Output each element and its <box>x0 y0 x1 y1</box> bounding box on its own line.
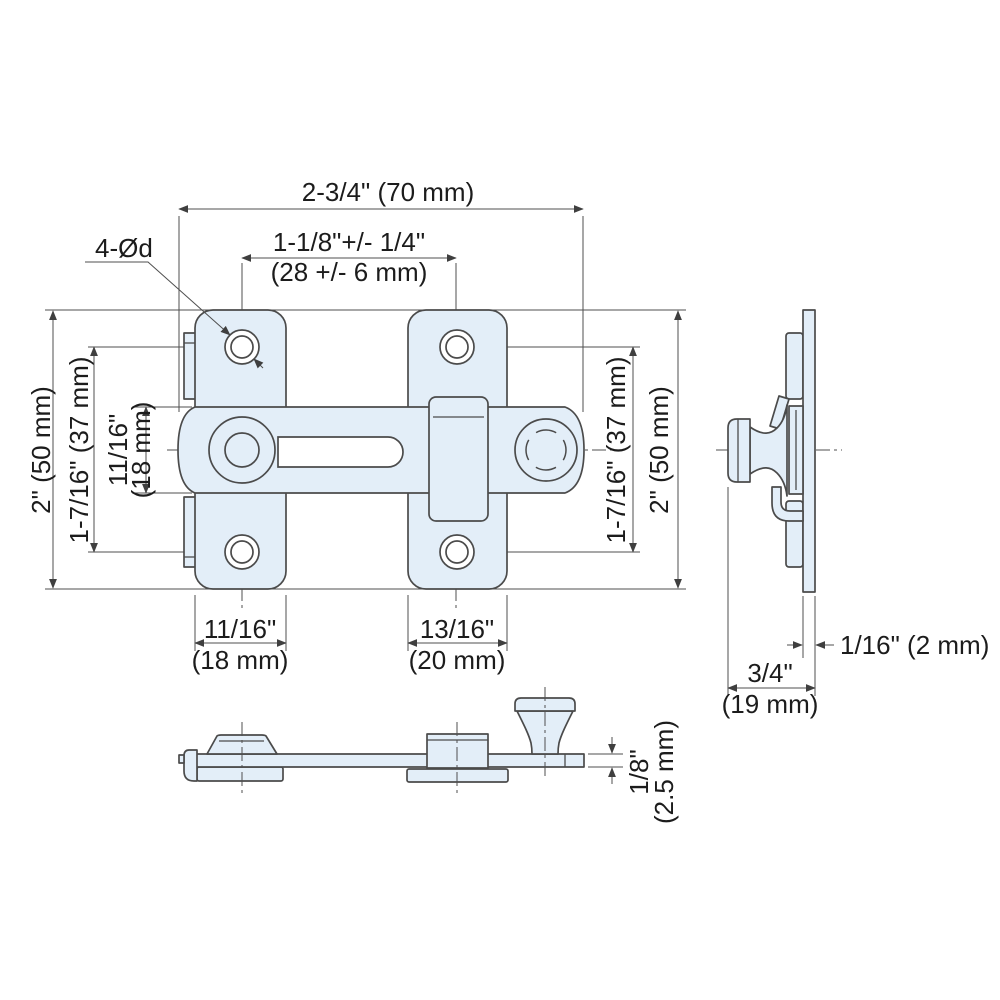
dim-bar-width-mm: (18 mm) <box>126 402 156 499</box>
hole-callout-arrow2 <box>253 358 264 369</box>
dim-side-depth-mm: (19 mm) <box>722 689 819 719</box>
side-hook <box>771 486 804 522</box>
screw-hole-inner <box>230 540 254 564</box>
screw-hole-inner <box>445 540 469 564</box>
side-mounting-plate <box>802 309 816 593</box>
side-view: 1/16" (2 mm) 3/4" (19 mm) <box>716 309 989 719</box>
bottom-view: 1/8" (2.5 mm) <box>178 687 679 824</box>
knob-hidden-circle <box>525 429 567 471</box>
bottom-latch-bar <box>194 753 585 768</box>
dim-hole-spacing-right: 1-7/16" (37 mm) <box>601 357 631 544</box>
screw-hole <box>224 534 260 570</box>
bottom-left-plate <box>196 766 284 782</box>
front-view: 2-3/4" (70 mm) 1-1/8"+/- 1/4" (28 +/- 6 … <box>26 177 686 675</box>
dim-bar-thickness-inch: 1/8" <box>624 749 654 794</box>
hole-callout-leader <box>85 261 231 336</box>
side-top-flange <box>785 332 804 400</box>
dim-left-plate-width-inch: 11/16" <box>204 614 276 644</box>
dim-height-left: 2" (50 mm) <box>26 386 56 514</box>
bottom-pivot-head <box>206 734 278 755</box>
pivot-boss <box>208 416 276 484</box>
dim-bar-width-inch: 11/16" <box>103 414 133 486</box>
slide-bolt <box>428 396 489 522</box>
bar-slot <box>277 436 404 468</box>
dim-left-plate-width-mm: (18 mm) <box>192 645 289 675</box>
side-knob-cap <box>727 418 751 483</box>
side-knob-neck <box>749 404 788 497</box>
bottom-left-cap <box>183 749 198 782</box>
dim-bar-thickness-mm: (2.5 mm) <box>649 720 679 824</box>
dim-hole-span-mm: (28 +/- 6 mm) <box>271 257 428 287</box>
knob-outline <box>514 418 578 482</box>
screw-hole <box>439 534 475 570</box>
dim-right-plate-width-mm: (20 mm) <box>409 645 506 675</box>
screw-hole-inner <box>230 335 254 359</box>
dim-right-plate-width-inch: 13/16" <box>420 614 494 644</box>
dim-hole-spacing-left: 1-7/16" (37 mm) <box>64 357 94 544</box>
dim-side-depth-inch: 3/4" <box>747 658 792 688</box>
hole-callout-label: 4-Ød <box>95 233 153 263</box>
bottom-left-nub <box>178 754 185 764</box>
screw-hole <box>224 329 260 365</box>
bottom-knob-cap <box>514 697 576 712</box>
dim-overall-width: 2-3/4" (70 mm) <box>302 177 475 207</box>
pivot-hole <box>224 432 260 468</box>
dim-plate-thickness: 1/16" (2 mm) <box>840 630 989 660</box>
screw-hole-inner <box>445 335 469 359</box>
dim-height-right: 2" (50 mm) <box>644 386 674 514</box>
screw-hole <box>439 329 475 365</box>
dim-hole-span-inch: 1-1/8"+/- 1/4" <box>273 227 425 257</box>
